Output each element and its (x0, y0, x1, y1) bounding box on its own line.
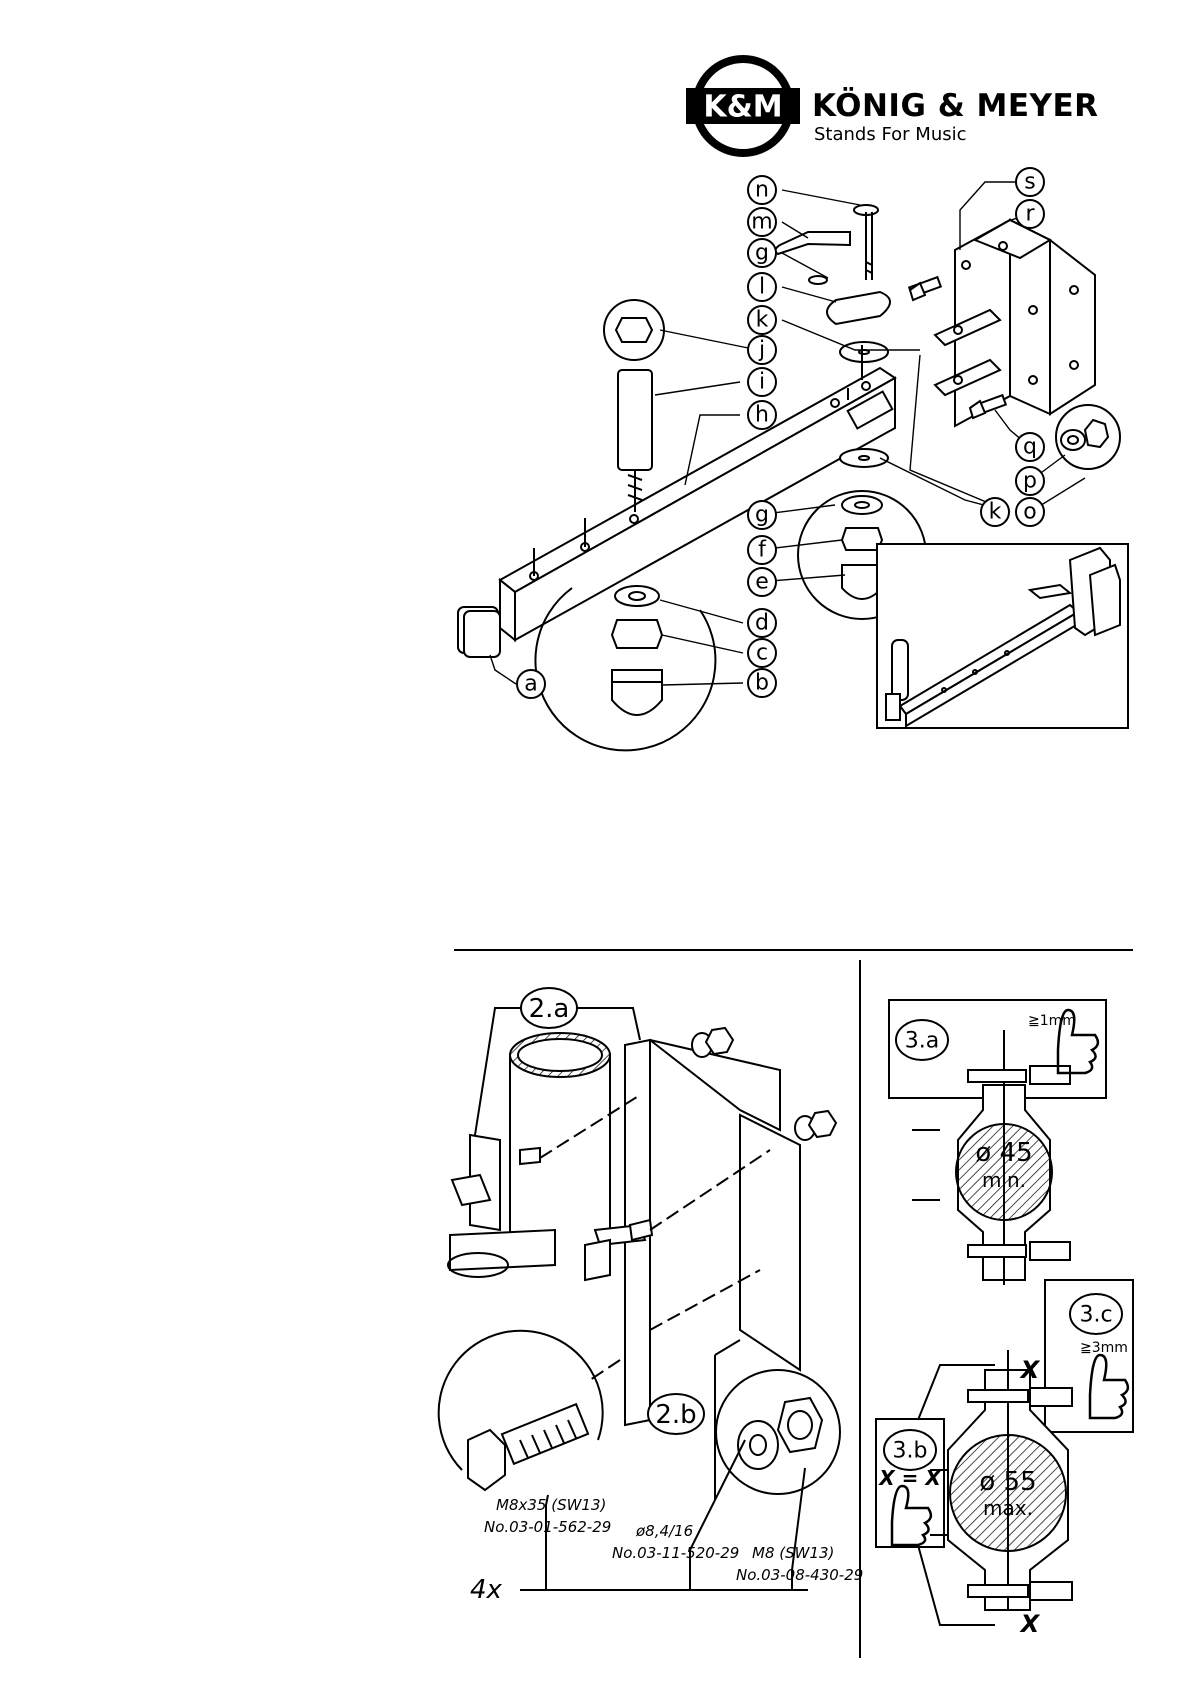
part-label-g: g (755, 503, 769, 528)
step2a-label: 2.a (529, 994, 570, 1024)
quantity-label: 4x (470, 1575, 503, 1605)
washer-spec: ø8,4/16 (635, 1522, 693, 1540)
end-cap (458, 607, 500, 657)
part-label-p: p (1023, 469, 1037, 494)
part-label-j: j (758, 338, 765, 363)
part-label-h: h (755, 403, 769, 428)
max-label: max. (983, 1496, 1033, 1520)
wall-bracket (909, 220, 1120, 469)
min-label: min. (982, 1168, 1026, 1192)
company-tagline: Stands For Music (814, 124, 967, 145)
nut-spec: M8 (SW13) (752, 1544, 834, 1562)
part-label-k-top: k (756, 308, 769, 333)
step3a-label: 3.a (905, 1029, 939, 1054)
part-label-o: o (1023, 500, 1036, 525)
gap-3mm-label: ≧3mm (1080, 1340, 1128, 1356)
x-mark-top: X (1019, 1356, 1041, 1384)
bolt-part-number: No.03-01-562-29 (484, 1518, 611, 1536)
step2b-label: 2.b (655, 1400, 696, 1430)
part-label-f: f (758, 538, 767, 563)
step3c-label: 3.c (1079, 1303, 1112, 1328)
bolt-spec: M8x35 (SW13) (496, 1496, 606, 1514)
washer-part-number: No.03-11-520-29 (612, 1544, 739, 1562)
svg-text:K&M: K&M (703, 90, 782, 125)
diameter-min-label: ø 45 (975, 1138, 1032, 1168)
diameter-max-label: ø 55 (979, 1467, 1036, 1497)
part-label-a: a (524, 672, 537, 697)
x-mark-bottom: X (1019, 1610, 1041, 1638)
pin-bolt-assembly (604, 300, 664, 512)
part-label-e: e (755, 570, 769, 595)
part-label-c: c (756, 641, 768, 666)
part-label-n: n (755, 178, 769, 203)
part-label-m: m (751, 210, 772, 235)
part-label-g-top: g (755, 241, 769, 266)
company-name: KÖNIG & MEYER (812, 88, 1099, 124)
part-label-l: l (759, 275, 765, 300)
part-label-k: k (989, 500, 1002, 525)
part-label-r: r (1025, 202, 1035, 227)
step3b-label: 3.b (893, 1439, 928, 1464)
gap-1mm-label: ≧1mm (1028, 1013, 1076, 1029)
part-label-s: s (1024, 170, 1035, 195)
part-label-d: d (755, 611, 769, 636)
nut-part-number: No.03-08-430-29 (736, 1566, 863, 1584)
x-equals-x-label: X = X (877, 1466, 942, 1490)
part-label-i: i (759, 370, 765, 395)
assembled-view-inset (877, 544, 1128, 728)
km-logo-seal: K&M (686, 59, 800, 153)
part-label-q: q (1023, 435, 1037, 460)
part-label-b: b (755, 671, 769, 696)
